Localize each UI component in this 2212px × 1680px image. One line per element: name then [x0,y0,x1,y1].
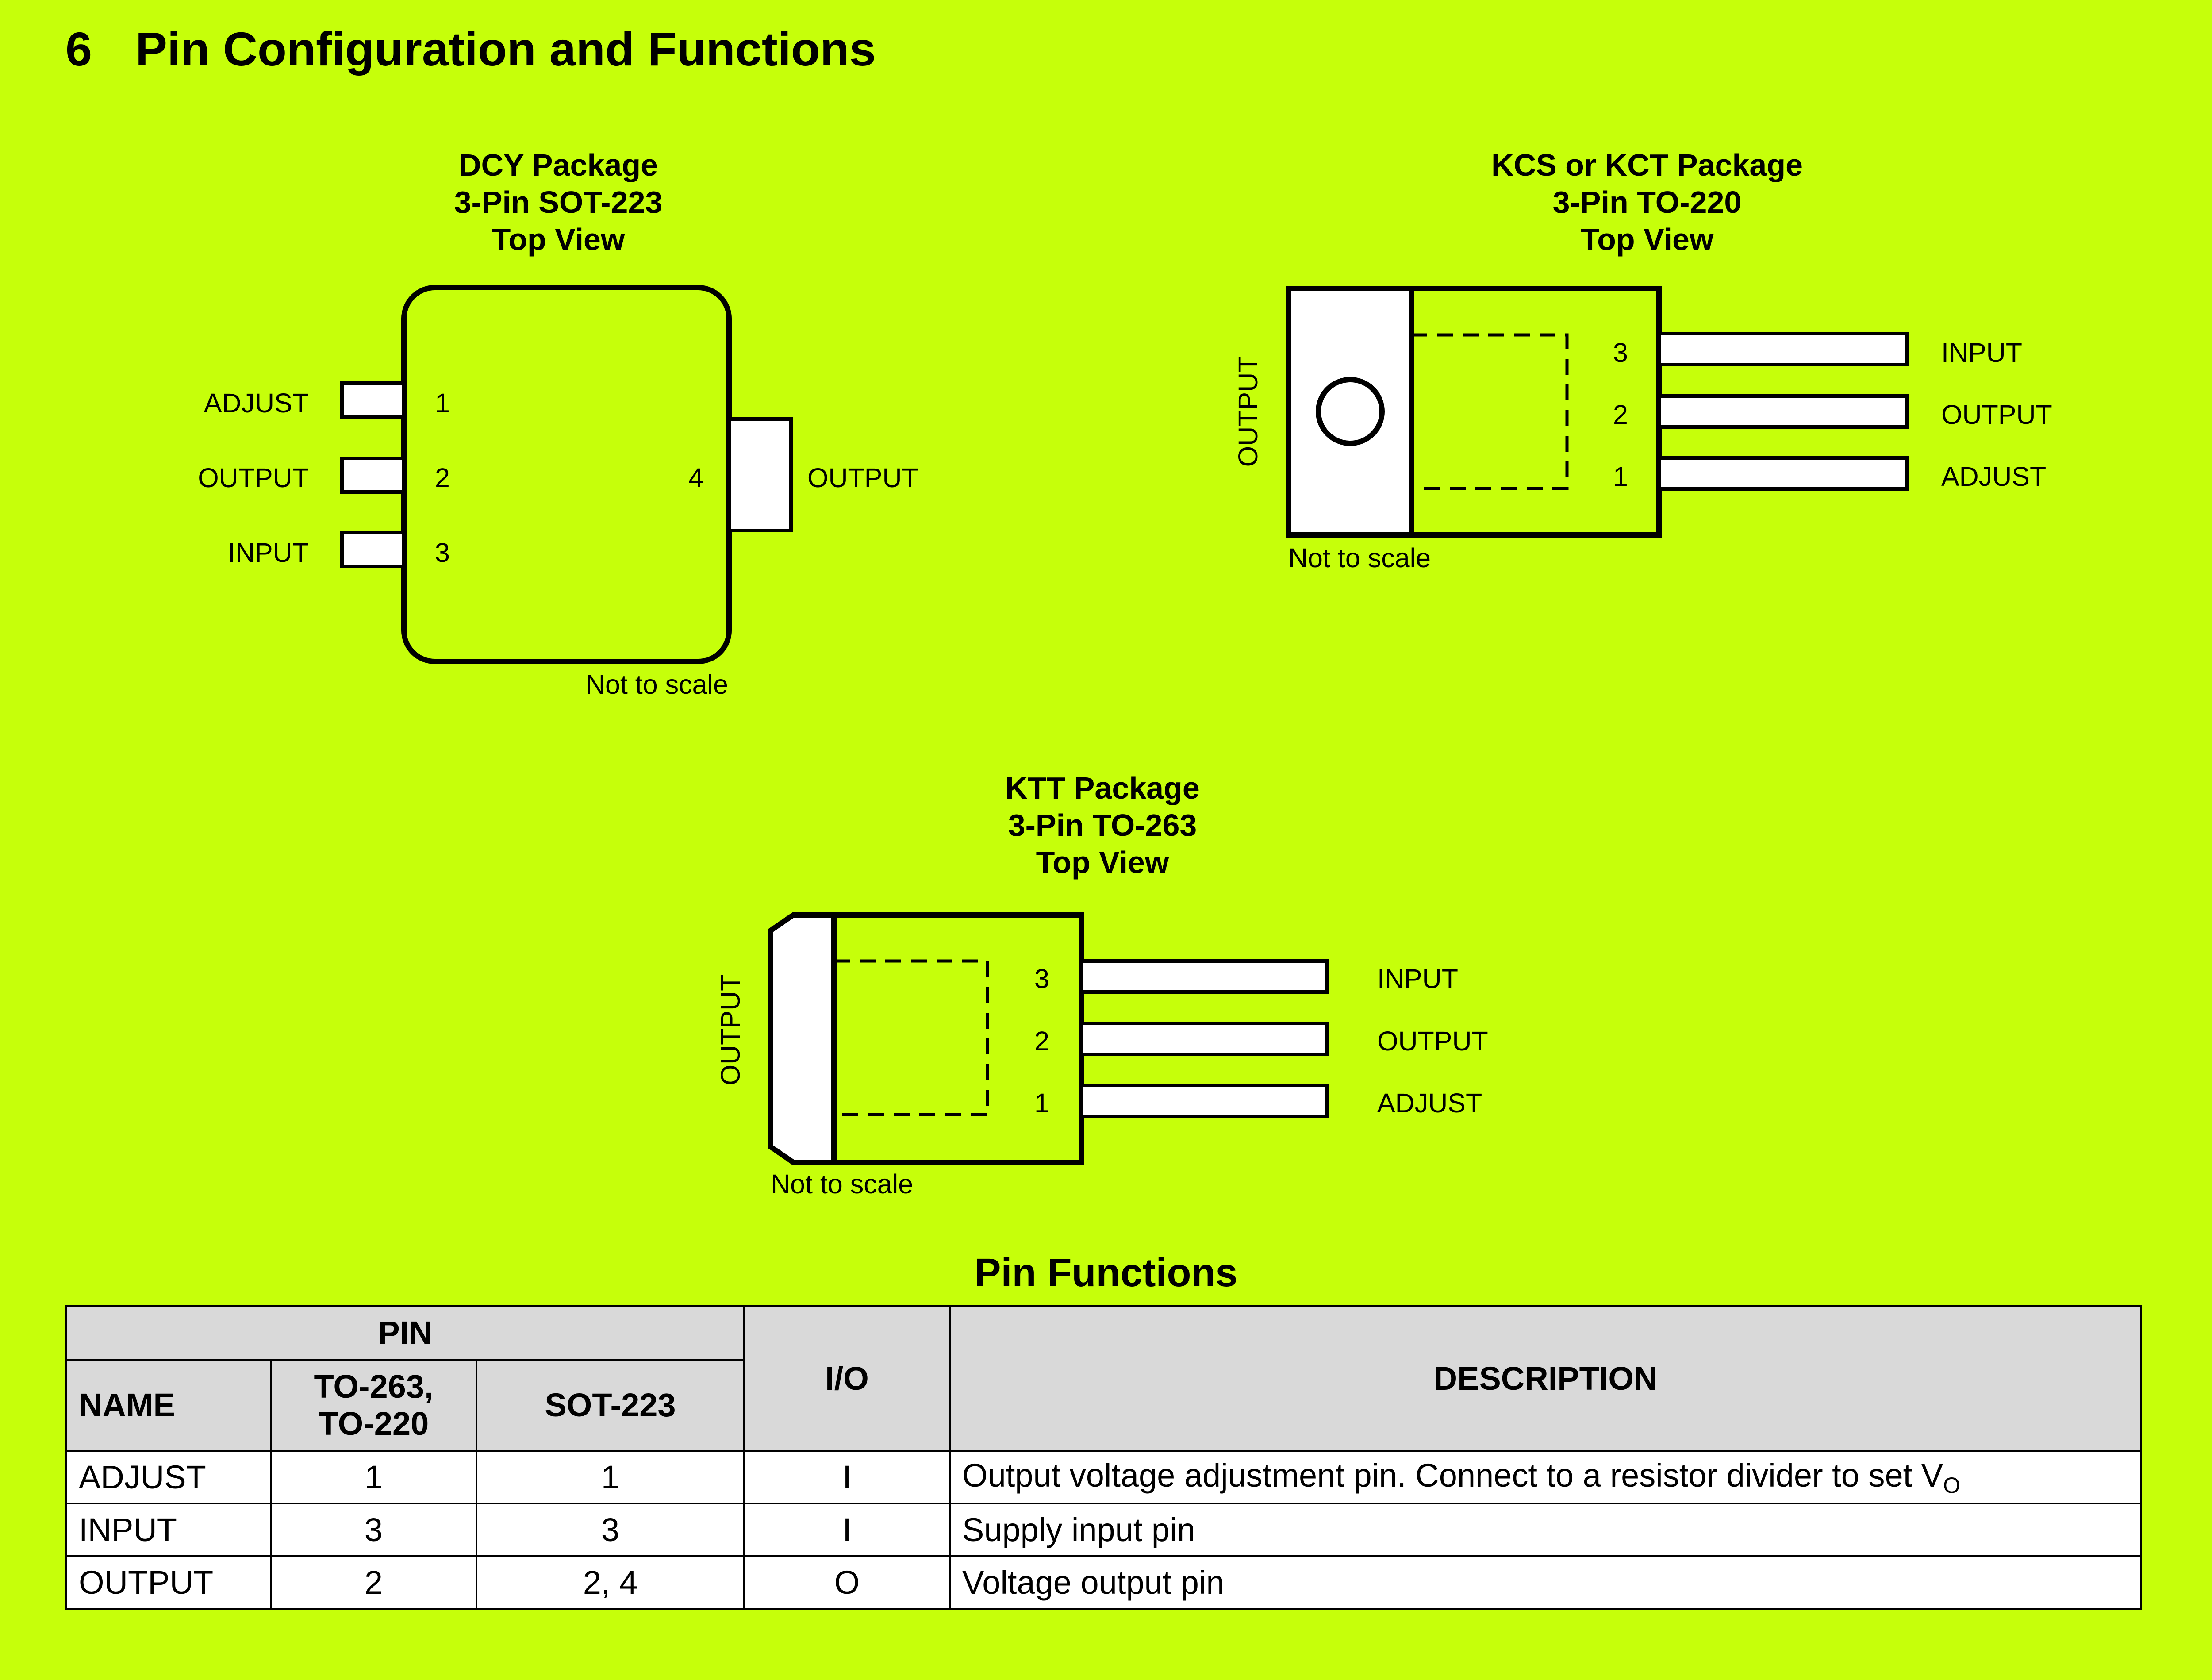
dcy-pin-4-number: 4 [688,463,703,493]
kcs-pin-3-label: INPUT [1941,338,2022,368]
dcy-pin-2 [340,457,406,494]
ktt-title-line3: Top View [1036,845,1169,880]
table-row: OUTPUT 2 2, 4 O Voltage output pin [65,1555,2143,1610]
kcs-pin-2-label: OUTPUT [1941,400,2052,430]
cell-io: O [743,1555,951,1610]
kcs-pin-2-number: 2 [1613,400,1628,430]
dcy-package-body [401,285,732,664]
dcy-title-line1: DCY Package [459,148,658,182]
section-heading: 6 Pin Configuration and Functions [65,21,876,77]
cell-io: I [743,1503,951,1557]
ktt-tab [768,912,837,1165]
cell-to263: 2 [270,1555,477,1610]
package-diagrams: DCY Package 3-Pin SOT-223 Top View ADJUS… [198,148,2052,1199]
pin-functions-table: PIN I/O DESCRIPTION NAME TO-263,TO-220 S… [65,1305,2143,1610]
header-name: NAME [65,1359,272,1452]
table-row: INPUT 3 3 I Supply input pin [65,1503,2143,1557]
dcy-note: Not to scale [586,669,728,700]
cell-name: ADJUST [65,1450,272,1504]
section-title: Pin Configuration and Functions [135,22,876,76]
dcy-pin-2-number: 2 [435,463,450,493]
dcy-tab-pin-4 [727,417,793,532]
cell-io: I [743,1450,951,1504]
kcs-pin-3-number: 3 [1613,338,1628,368]
header-io: I/O [743,1305,951,1452]
cell-sot223: 2, 4 [475,1555,745,1610]
dcy-pin-3 [340,531,406,568]
description-text: Output voltage adjustment pin. Connect t… [962,1457,1943,1494]
dcy-pin-2-label: OUTPUT [198,463,309,493]
kcs-title-line3: Top View [1581,222,1714,257]
ktt-title-line1: KTT Package [1005,771,1200,805]
ktt-pin-1 [1079,1084,1329,1118]
cell-description: Voltage output pin [949,1555,2143,1610]
cell-description: Supply input pin [949,1503,2143,1557]
ktt-pin-1-number: 1 [1034,1088,1049,1118]
kcs-pin-1 [1657,456,1909,491]
dcy-title-line2: 3-Pin SOT-223 [454,185,663,219]
cell-to263: 1 [270,1450,477,1504]
pin-functions-title: Pin Functions [974,1251,1238,1295]
ktt-note: Not to scale [771,1169,913,1199]
ktt-pin-2 [1079,1022,1329,1056]
ktt-pin-2-label: OUTPUT [1377,1026,1488,1056]
ktt-pin-3-label: INPUT [1377,964,1458,994]
kcs-pin-2 [1657,394,1909,429]
kcs-mounting-hole [1316,377,1385,446]
header-sot223: SOT-223 [475,1359,745,1452]
kcs-note: Not to scale [1288,543,1431,573]
table-header-row-2: NAME TO-263,TO-220 SOT-223 [65,1359,2141,1452]
dcy-package-diagram: DCY Package 3-Pin SOT-223 Top View ADJUS… [198,148,918,700]
kcs-package-diagram: KCS or KCT Package 3-Pin TO-220 Top View… [1233,148,2052,573]
ktt-pin-3 [1079,959,1329,994]
description-subscript: O [1943,1472,1960,1498]
dcy-title-line3: Top View [492,222,625,257]
table-row: ADJUST 1 1 I Output voltage adjustment p… [65,1450,2143,1504]
ktt-tab-label: OUTPUT [715,975,745,1086]
dcy-pin-4-label: OUTPUT [807,463,918,493]
dcy-pin-1-number: 1 [435,388,450,418]
header-to263-line2: TO-220 [318,1405,429,1442]
ktt-package-diagram: KTT Package 3-Pin TO-263 Top View 3 2 1 … [715,771,1488,1199]
ktt-die-outline [832,959,989,1116]
cell-name: INPUT [65,1503,272,1557]
kcs-die-outline [1409,333,1569,490]
header-to263-line1: TO-263, [314,1368,434,1405]
cell-to263: 3 [270,1503,477,1557]
header-pin: PIN [65,1305,745,1361]
ktt-title-line2: 3-Pin TO-263 [1008,808,1197,842]
dcy-pin-3-number: 3 [435,538,450,568]
kcs-pin-1-label: ADJUST [1941,461,2046,492]
kcs-title-line1: KCS or KCT Package [1491,148,1803,182]
section-number: 6 [65,22,92,76]
dcy-pin-1 [340,381,406,419]
cell-sot223: 3 [475,1503,745,1557]
kcs-title-line2: 3-Pin TO-220 [1553,185,1742,219]
header-to263: TO-263,TO-220 [270,1359,477,1452]
header-description: DESCRIPTION [949,1305,2143,1452]
cell-name: OUTPUT [65,1555,272,1610]
cell-sot223: 1 [475,1450,745,1504]
table-header-row-1: PIN I/O DESCRIPTION [65,1305,2143,1452]
dcy-pin-3-label: INPUT [228,538,309,568]
ktt-pin-3-number: 3 [1034,964,1049,994]
kcs-pin-1-number: 1 [1613,461,1628,492]
ktt-pin-2-number: 2 [1034,1026,1049,1056]
cell-description: Output voltage adjustment pin. Connect t… [949,1450,2143,1504]
kcs-tab-label: OUTPUT [1233,356,1263,467]
ktt-pin-1-label: ADJUST [1377,1088,1482,1118]
kcs-pin-3 [1657,332,1909,366]
dcy-pin-1-label: ADJUST [204,388,309,418]
